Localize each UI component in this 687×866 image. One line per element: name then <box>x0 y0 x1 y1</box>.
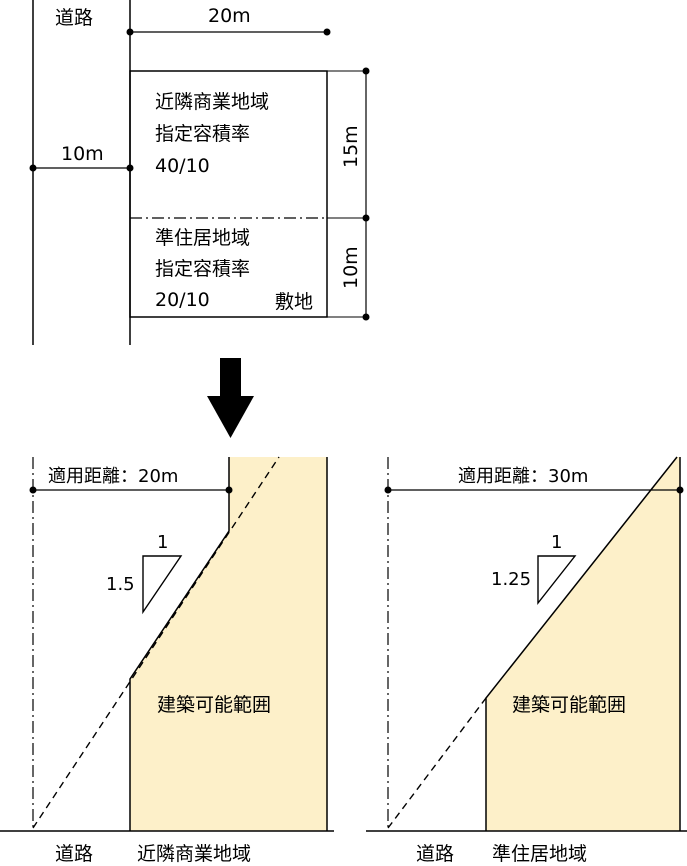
distance-label: 適用距離：30m <box>458 466 588 487</box>
zone-label: 近隣商業地域 <box>137 843 251 865</box>
buildable-area <box>486 457 680 831</box>
road-label: 道路 <box>416 843 454 865</box>
dim-point <box>676 486 684 494</box>
site-label: 敷地 <box>275 291 313 313</box>
section-residential: 適用距離：30m 1 1.25 建築可能範囲 道路 準住居地域 <box>366 456 687 865</box>
dim-point <box>384 486 392 494</box>
dim-point <box>362 214 370 222</box>
slope-run: 1 <box>551 532 562 553</box>
residential-far-value: 20/10 <box>155 289 210 311</box>
slope-triangle <box>142 555 183 615</box>
slope-extension-dashed <box>32 456 280 829</box>
dim-point <box>225 486 233 494</box>
slope-run: 1 <box>157 532 168 553</box>
buildable-outline <box>129 457 230 831</box>
down-arrow-icon <box>207 358 254 438</box>
slope-extension-dashed <box>387 697 487 829</box>
slope-rise: 1.25 <box>491 569 531 590</box>
road-width-label: 10m <box>61 143 104 165</box>
commercial-far-label: 指定容積率 <box>155 123 250 145</box>
dim-point <box>362 67 370 75</box>
section-commercial: 適用距離：20m 1 1.5 建築可能範囲 道路 近隣商業地域 <box>0 456 334 865</box>
buildable-area-label: 建築可能範囲 <box>157 694 271 716</box>
frontage-label: 20m <box>208 5 251 27</box>
slope-rise: 1.5 <box>106 574 135 595</box>
residential-far-label: 指定容積率 <box>155 258 250 280</box>
residential-depth-label: 10m <box>340 246 362 289</box>
dim-point <box>323 28 331 36</box>
commercial-depth-label: 15m <box>340 125 362 168</box>
buildable-area-label: 建築可能範囲 <box>512 694 626 716</box>
residential-zone-name: 準住居地域 <box>155 227 250 249</box>
dim-point <box>29 164 37 172</box>
dim-point <box>29 486 37 494</box>
site-boundary <box>129 70 328 318</box>
road-label: 道路 <box>55 843 93 865</box>
dim-point <box>362 313 370 321</box>
commercial-far-value: 40/10 <box>155 155 210 177</box>
buildable-area <box>130 457 327 831</box>
site-plan: 道路 10m 20m 15m 10m 近隣商業地域 指定容積率 40/10 準住… <box>29 0 370 345</box>
plan-road-label: 道路 <box>55 7 93 29</box>
commercial-zone-name: 近隣商業地域 <box>155 91 269 113</box>
slope-triangle <box>537 555 577 606</box>
dim-point <box>126 28 134 36</box>
distance-label: 適用距離：20m <box>48 466 178 487</box>
zone-label: 準住居地域 <box>492 843 587 865</box>
